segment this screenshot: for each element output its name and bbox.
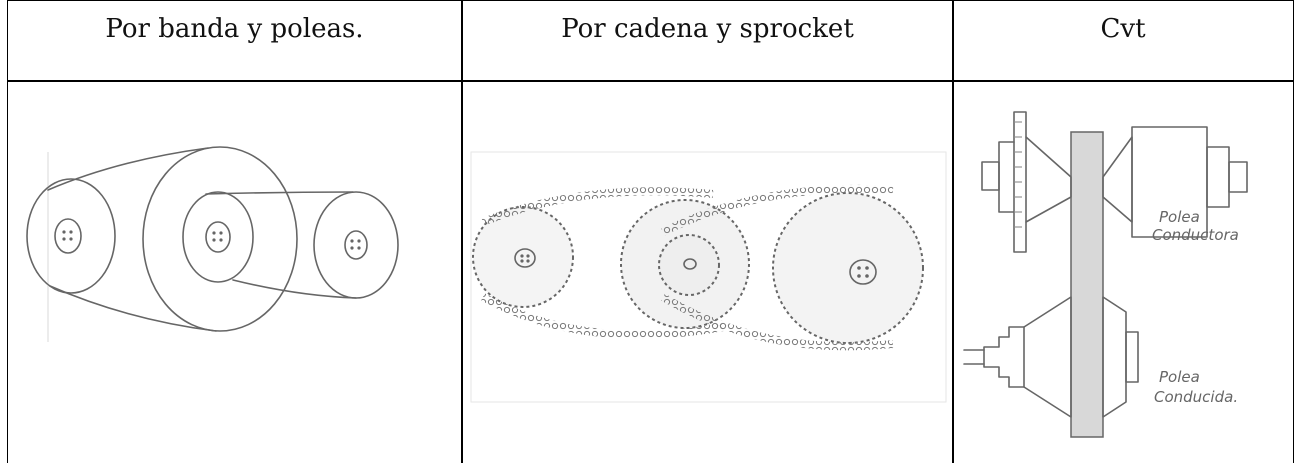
belt-pulley-sketch bbox=[8, 82, 461, 463]
driven-pulley-label-line2: Conducida. bbox=[1154, 388, 1238, 406]
header-divider bbox=[8, 80, 1293, 82]
chain-lower-left bbox=[481, 293, 724, 339]
header-belt-pulleys: Por banda y poleas. bbox=[105, 14, 364, 44]
right-pulley bbox=[313, 191, 399, 299]
right-sprocket bbox=[772, 192, 924, 344]
header-cvt: Cvt bbox=[1100, 14, 1146, 44]
drive-pulley-right-cone bbox=[1102, 136, 1133, 223]
center-small-pulley bbox=[182, 191, 254, 283]
middle-small-sprocket bbox=[658, 234, 720, 296]
chain-sprocket-sketch bbox=[463, 82, 952, 463]
chain-upper-right bbox=[661, 184, 894, 236]
belt-upper bbox=[47, 147, 209, 191]
driven-pulley-right-cone bbox=[1102, 296, 1127, 418]
drive-pulley-label-line1: Polea bbox=[1159, 208, 1200, 226]
chain-upper-left bbox=[481, 187, 714, 226]
left-pulley bbox=[26, 178, 116, 294]
center-large-pulley bbox=[142, 146, 298, 332]
driven-pulley-left-cone bbox=[1023, 296, 1072, 418]
cvt-sketch: Polea Conductora Polea Conducida. bbox=[954, 82, 1292, 463]
column-divider bbox=[952, 1, 954, 463]
chain-lower-right bbox=[660, 293, 894, 351]
cvt-belt bbox=[1070, 131, 1104, 438]
driven-pulley-label-line1: Polea bbox=[1159, 368, 1200, 386]
column-divider bbox=[461, 1, 463, 463]
belt-lower bbox=[49, 285, 217, 332]
transmission-table: Por banda y poleas. Por cadena y sprocke… bbox=[7, 0, 1294, 463]
drive-pulley-left-cone bbox=[1025, 136, 1072, 223]
header-chain-sprocket: Por cadena y sprocket bbox=[561, 14, 854, 44]
drive-pulley-label-line2: Conductora bbox=[1152, 226, 1239, 244]
